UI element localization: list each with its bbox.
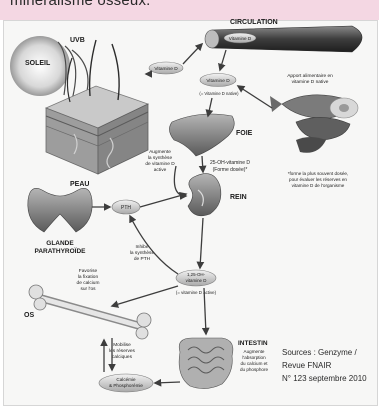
label-rein: REIN	[230, 194, 247, 201]
label-25oh-sub: (Forme dosée)*	[213, 167, 248, 173]
label-soleil: SOLEIL	[25, 60, 51, 67]
label-inhibe-3: de PTH	[134, 256, 151, 262]
label-synth-2: la synthèse	[148, 155, 173, 161]
label-peau: PEAU	[70, 181, 89, 188]
label-foie: FOIE	[236, 130, 253, 137]
source-credit: Sources : Genzyme / Revue FNAIR N° 123 s…	[282, 346, 378, 385]
label-synth-1: Augmente	[149, 149, 171, 155]
kidney-illustration	[188, 174, 221, 216]
label-vit-d-vessel: Vitamine D	[229, 36, 252, 41]
food-illustration	[270, 95, 358, 153]
label-dihydroxy-2: vitamine D	[186, 278, 207, 283]
label-favorise-1: Favorise	[79, 268, 98, 274]
label-os: OS	[24, 312, 34, 319]
label-favorise-3: de calcium	[77, 280, 100, 286]
label-circulation: CIRCULATION	[230, 19, 278, 26]
label-25oh: 25-OH-vitamine D	[210, 160, 250, 166]
parathyroid-illustration	[28, 188, 92, 232]
label-pth: PTH	[121, 205, 131, 211]
label-synth-4: active	[154, 167, 167, 173]
label-absorp-4: du phosphore	[240, 367, 269, 372]
source-line-1: Sources : Genzyme /	[282, 346, 378, 359]
label-dosee-2: pour évaluer les réserves en	[289, 177, 347, 182]
label-vit-d-skin: Vitamine D	[154, 66, 178, 72]
label-vit-d-native: Vitamine D	[206, 78, 230, 84]
label-absorp-2: l'absorption	[242, 355, 266, 360]
label-apport-2: vitamine D native	[292, 79, 329, 85]
label-apport-1: Apport alimentaire en	[287, 73, 333, 79]
label-dihydroxy-3: (= vitamine D active)	[176, 290, 217, 295]
label-absorp-3: du calcium et	[240, 361, 268, 366]
source-line-3: N° 123 septembre 2010	[282, 372, 378, 385]
label-favorise-4: sur l'os	[80, 286, 96, 292]
label-uvb: UVB	[70, 37, 85, 44]
label-glande-2: PARATHYROÏDE	[34, 247, 86, 255]
label-absorp-1: Augmente	[244, 349, 265, 354]
label-favorise-2: la fixation	[78, 274, 99, 280]
label-mobilise-1: Mobilise	[113, 342, 131, 348]
label-synth-3: de vitamine D	[145, 161, 175, 167]
source-line-2: Revue FNAIR	[282, 359, 378, 372]
label-dosee-1: *forme la plus souvent dosée,	[288, 171, 349, 176]
label-dihydroxy-1: 1,25-OH-	[187, 272, 206, 277]
label-inhibe-2: la synthèse	[130, 250, 155, 256]
label-intestin: INTESTIN	[238, 340, 268, 347]
intestine-illustration	[179, 338, 233, 389]
label-vit-d-native-sub: (= Vitamine D native)	[199, 91, 239, 96]
label-calcemie-1: Calcémie	[116, 377, 136, 382]
bone-illustration	[29, 285, 151, 339]
label-calcemie-2: & Phosphorémie	[109, 383, 143, 388]
label-mobilise-2: les réserves	[109, 348, 135, 354]
label-dosee-3: vitamine D de l'organisme	[292, 183, 345, 188]
liver-illustration	[169, 114, 234, 156]
label-glande-1: GLANDE	[46, 240, 74, 247]
label-mobilise-3: calciques	[112, 354, 133, 360]
